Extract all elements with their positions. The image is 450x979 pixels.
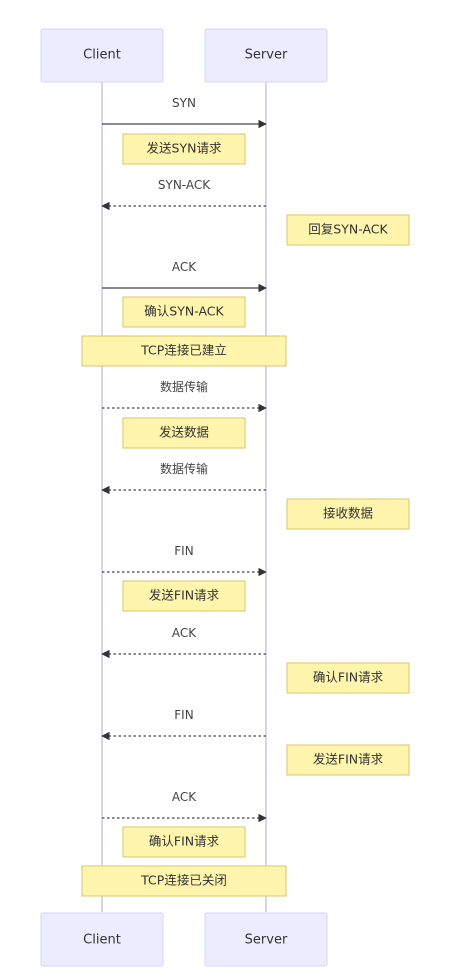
note-receive-data: 接收数据 — [286, 498, 410, 530]
message-syn: SYN — [102, 96, 267, 129]
note-label: 回复SYN-ACK — [308, 222, 388, 237]
message-ack-server: ACK — [101, 626, 266, 659]
server-actor-bottom: Server — [204, 912, 328, 967]
client-actor-label: Client — [83, 933, 121, 948]
message-syn-ack: SYN-ACK — [101, 178, 266, 211]
message-label: ACK — [172, 260, 197, 274]
message-data-transfer-back: 数据传输 — [101, 461, 266, 495]
note-confirm-fin-client: 确认FIN请求 — [122, 826, 246, 858]
note-send-fin-client: 发送FIN请求 — [122, 580, 246, 612]
server-actor-label: Server — [245, 48, 288, 63]
server-actor-top: Server — [204, 28, 328, 83]
message-label: SYN — [172, 96, 196, 110]
client-actor-bottom: Client — [40, 912, 164, 967]
note-label: 发送FIN请求 — [149, 588, 220, 603]
note-send-fin-server: 发送FIN请求 — [286, 744, 410, 776]
message-label: FIN — [174, 708, 193, 722]
note-label: 接收数据 — [323, 506, 373, 521]
note-confirm-fin-server: 确认FIN请求 — [286, 662, 410, 694]
note-reply-syn-ack: 回复SYN-ACK — [286, 214, 410, 246]
client-actor-top: Client — [40, 28, 164, 83]
note-label: 确认FIN请求 — [149, 834, 220, 849]
server-actor-label: Server — [245, 933, 288, 948]
message-ack: ACK — [102, 260, 267, 293]
note-label: 确认SYN-ACK — [144, 304, 224, 319]
message-label: FIN — [174, 544, 193, 558]
message-label: SYN-ACK — [158, 178, 211, 192]
note-label: 发送FIN请求 — [313, 752, 384, 767]
message-data-transfer-out: 数据传输 — [102, 379, 267, 413]
note-label: 确认FIN请求 — [313, 670, 384, 685]
message-ack-client: ACK — [102, 790, 267, 823]
message-label: ACK — [172, 626, 197, 640]
note-label: 发送SYN请求 — [147, 141, 222, 156]
message-label: ACK — [172, 790, 197, 804]
message-label: 数据传输 — [160, 379, 208, 394]
note-send-data: 发送数据 — [122, 417, 246, 449]
note-send-syn: 发送SYN请求 — [122, 133, 246, 165]
message-fin-server: FIN — [101, 708, 266, 741]
note-label: TCP连接已建立 — [140, 343, 227, 358]
note-connection-established: TCP连接已建立 — [81, 335, 287, 367]
client-actor-label: Client — [83, 48, 121, 63]
note-confirm-syn-ack: 确认SYN-ACK — [122, 296, 246, 328]
note-label: 发送数据 — [159, 425, 209, 440]
note-label: TCP连接已关闭 — [140, 873, 227, 888]
message-label: 数据传输 — [160, 461, 208, 476]
message-fin-client: FIN — [102, 544, 267, 577]
note-connection-closed: TCP连接已关闭 — [81, 865, 287, 897]
